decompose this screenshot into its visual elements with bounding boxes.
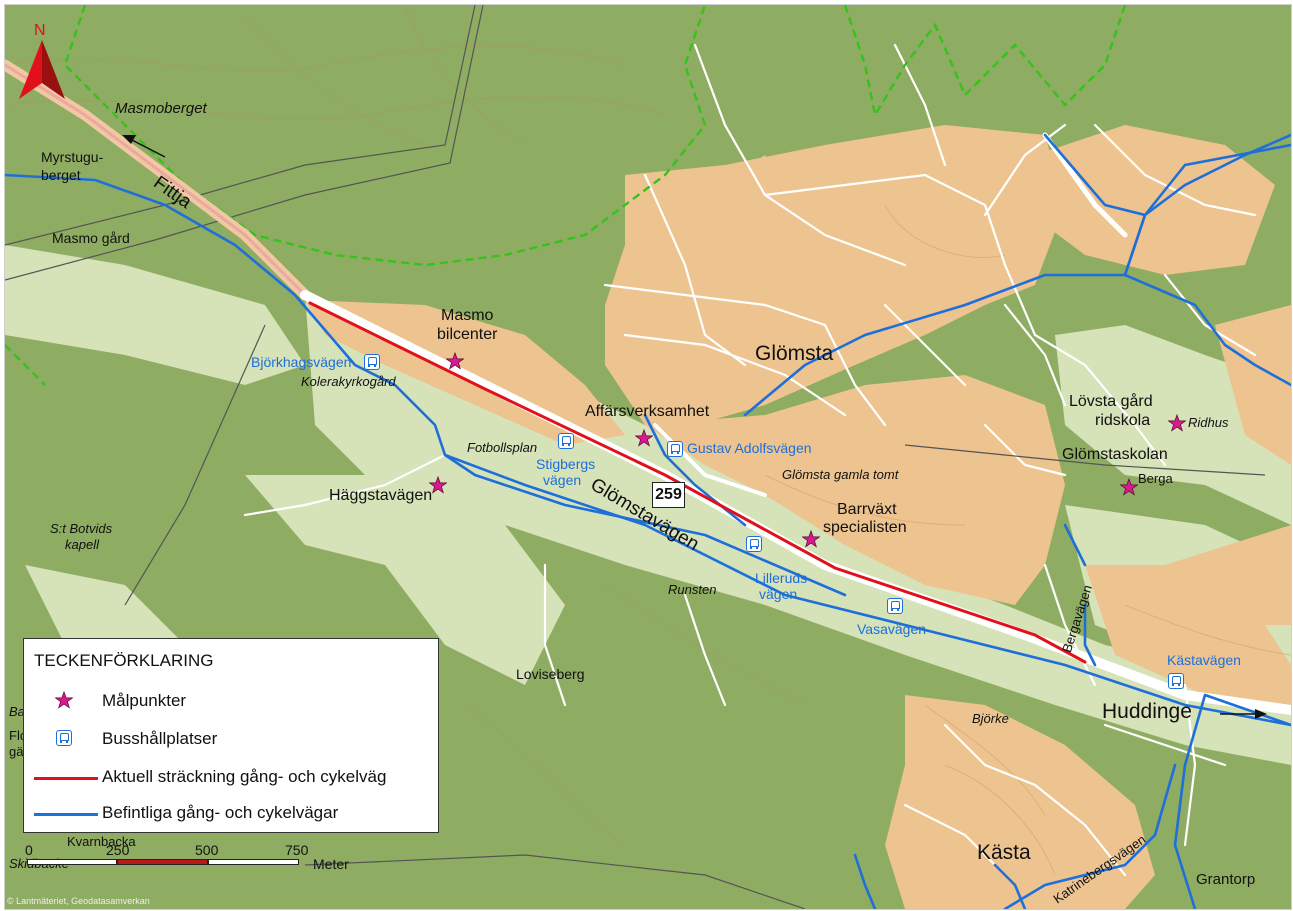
scale-segment: [117, 859, 208, 865]
bus-stop-icon: [364, 354, 380, 370]
target-label-ridskola: ridskola: [1095, 412, 1151, 429]
copyright-text: © Lantmäteriet, Geodatasamverkan: [7, 896, 150, 906]
place-label-bjorke: Björke: [972, 711, 1009, 726]
target-label-haggstavagen: Häggstavägen: [329, 487, 433, 504]
target-label-glomstaskolan: Glömstaskolan: [1062, 446, 1168, 463]
legend-label: Befintliga gång- och cykelvägar: [102, 803, 339, 822]
target-star-icon: [635, 429, 653, 447]
legend-item-existing-paths: Befintliga gång- och cykelvägar: [24, 801, 434, 825]
bus-label-stigbergsvagen: Stigbergs: [536, 456, 596, 472]
map-legend: TECKENFÖRKLARING Målpunkter Busshållplat…: [23, 638, 439, 833]
route-number-shield: 259: [652, 482, 685, 508]
place-label-runsten: Runsten: [668, 582, 717, 597]
direction-arrow-fittja: [122, 135, 166, 158]
legend-title: TECKENFÖRKLARING: [34, 651, 214, 670]
bus-label-bjorkhagsvagen: Björkhagsvägen: [251, 354, 352, 370]
place-label-fotbollsplan: Fotbollsplan: [467, 440, 538, 455]
north-arrow-letter: N: [34, 22, 46, 39]
scale-tick-label: 500: [195, 842, 219, 858]
map-canvas[interactable]: [5, 5, 1291, 909]
target-label-lovsta-gard: Lövsta gård: [1069, 393, 1153, 410]
north-arrow-icon: [19, 40, 65, 99]
place-label-loviseberg: Loviseberg: [516, 666, 585, 682]
place-label-myrstugu-2: berget: [41, 167, 81, 183]
target-label-masmo-bilcenter-2: bilcenter: [437, 326, 498, 343]
bus-stop-icon: [746, 536, 762, 552]
place-label-kvarnbacka: Kvarnbacka: [67, 834, 136, 849]
target-star-icon: [1168, 414, 1186, 432]
bus-label-lillerudsvagen-2: vägen: [759, 586, 798, 602]
place-label-glomsta-gamla-tomt: Glömsta gamla tomt: [782, 467, 899, 482]
map-frame[interactable]: N Masmoberget Myrstugu- berget Fittja Ma…: [4, 4, 1292, 910]
place-label-grantorp: Grantorp: [1196, 871, 1256, 888]
target-label-masmo-bilcenter: Masmo: [441, 307, 494, 324]
bus-stop-icon: [667, 441, 683, 457]
target-label-specialisten: specialisten: [823, 519, 907, 536]
target-label-barrvaxt: Barrväxt: [837, 501, 897, 518]
target-star-icon: [1120, 478, 1138, 496]
place-label-kolerakyrkogard: Kolerakyrkogård: [301, 374, 396, 389]
legend-item-bus-stops: Busshållplatser: [24, 727, 434, 751]
main-roads: [5, 59, 1291, 715]
scale-tick-label: 750: [285, 842, 309, 858]
place-label-glomsta: Glömsta: [755, 342, 834, 365]
blue-line-swatch: [34, 813, 98, 816]
place-label-ga: gä: [9, 744, 24, 759]
bus-label-vasavagen: Vasavägen: [857, 621, 927, 637]
red-line-swatch: [34, 777, 98, 780]
municipal-boundary: [5, 5, 1127, 386]
place-label-masmo-gard: Masmo gård: [52, 230, 130, 246]
target-label-affarsverksamhet: Affärsverksamhet: [585, 403, 710, 420]
place-label-myrstugu: Myrstugu-: [41, 149, 104, 165]
scale-segment: [27, 859, 117, 865]
bus-stop-icon: [1168, 673, 1184, 689]
legend-label: Målpunkter: [102, 691, 187, 710]
target-label-ridhus: Ridhus: [1188, 415, 1229, 430]
legend-label: Aktuell sträckning gång- och cykelväg: [102, 767, 387, 786]
legend-label: Busshållplatser: [102, 729, 218, 748]
bus-label-kastavagen: Kästavägen: [1167, 652, 1241, 668]
scale-tick-label: 0: [25, 842, 33, 858]
target-star-icon: [446, 352, 464, 370]
scale-segment: [208, 859, 299, 865]
place-label-kasta: Kästa: [977, 841, 1031, 864]
bus-stop-icon: [558, 433, 574, 449]
railway-lines: [5, 5, 1266, 909]
bus-stop-icon: [56, 730, 72, 746]
place-label-ba: Ba: [9, 704, 25, 719]
proposed-cycle-route: [308, 301, 1087, 664]
legend-item-targets: Målpunkter: [24, 689, 434, 713]
place-label-masmoberget: Masmoberget: [115, 100, 207, 117]
scale-unit: Meter: [313, 856, 349, 872]
place-label-flo: Flo: [9, 728, 28, 743]
target-star-icon: [802, 530, 820, 548]
direction-arrow-huddinge: [1220, 709, 1267, 719]
bus-label-lillerudsvagen: Lilleruds-: [755, 570, 812, 586]
bus-label-gustav-adolfsvagen: Gustav Adolfsvägen: [687, 440, 812, 456]
target-star-icon: [429, 476, 447, 494]
place-label-huddinge: Huddinge: [1102, 700, 1192, 723]
legend-item-proposed-route: Aktuell sträckning gång- och cykelväg: [24, 765, 434, 789]
scale-tick-label: 250: [106, 842, 130, 858]
place-label-st-botvids-kapell: S:t Botvids: [50, 521, 113, 536]
place-label-kapell: kapell: [65, 537, 99, 552]
target-star-icon: [55, 691, 73, 709]
bus-stop-icon: [887, 598, 903, 614]
bus-label-stigbergsvagen-2: vägen: [543, 472, 582, 488]
place-label-berga: Berga: [1138, 471, 1173, 486]
scale-bar: 0 250 500 750 Meter: [5, 837, 405, 887]
